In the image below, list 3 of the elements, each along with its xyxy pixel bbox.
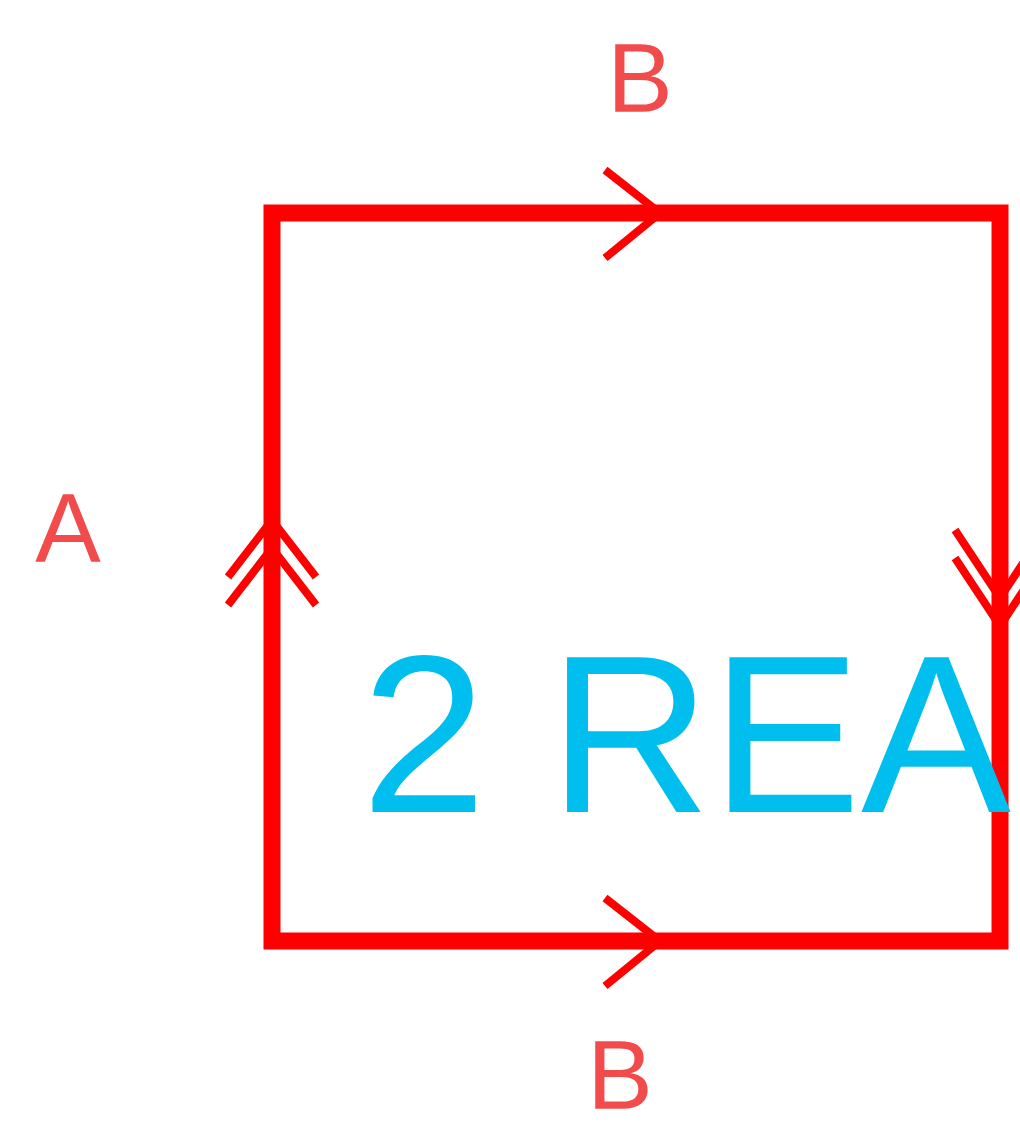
side-label: A [35,494,101,562]
side-label: B [595,1041,648,1109]
side-label: B [615,44,668,112]
